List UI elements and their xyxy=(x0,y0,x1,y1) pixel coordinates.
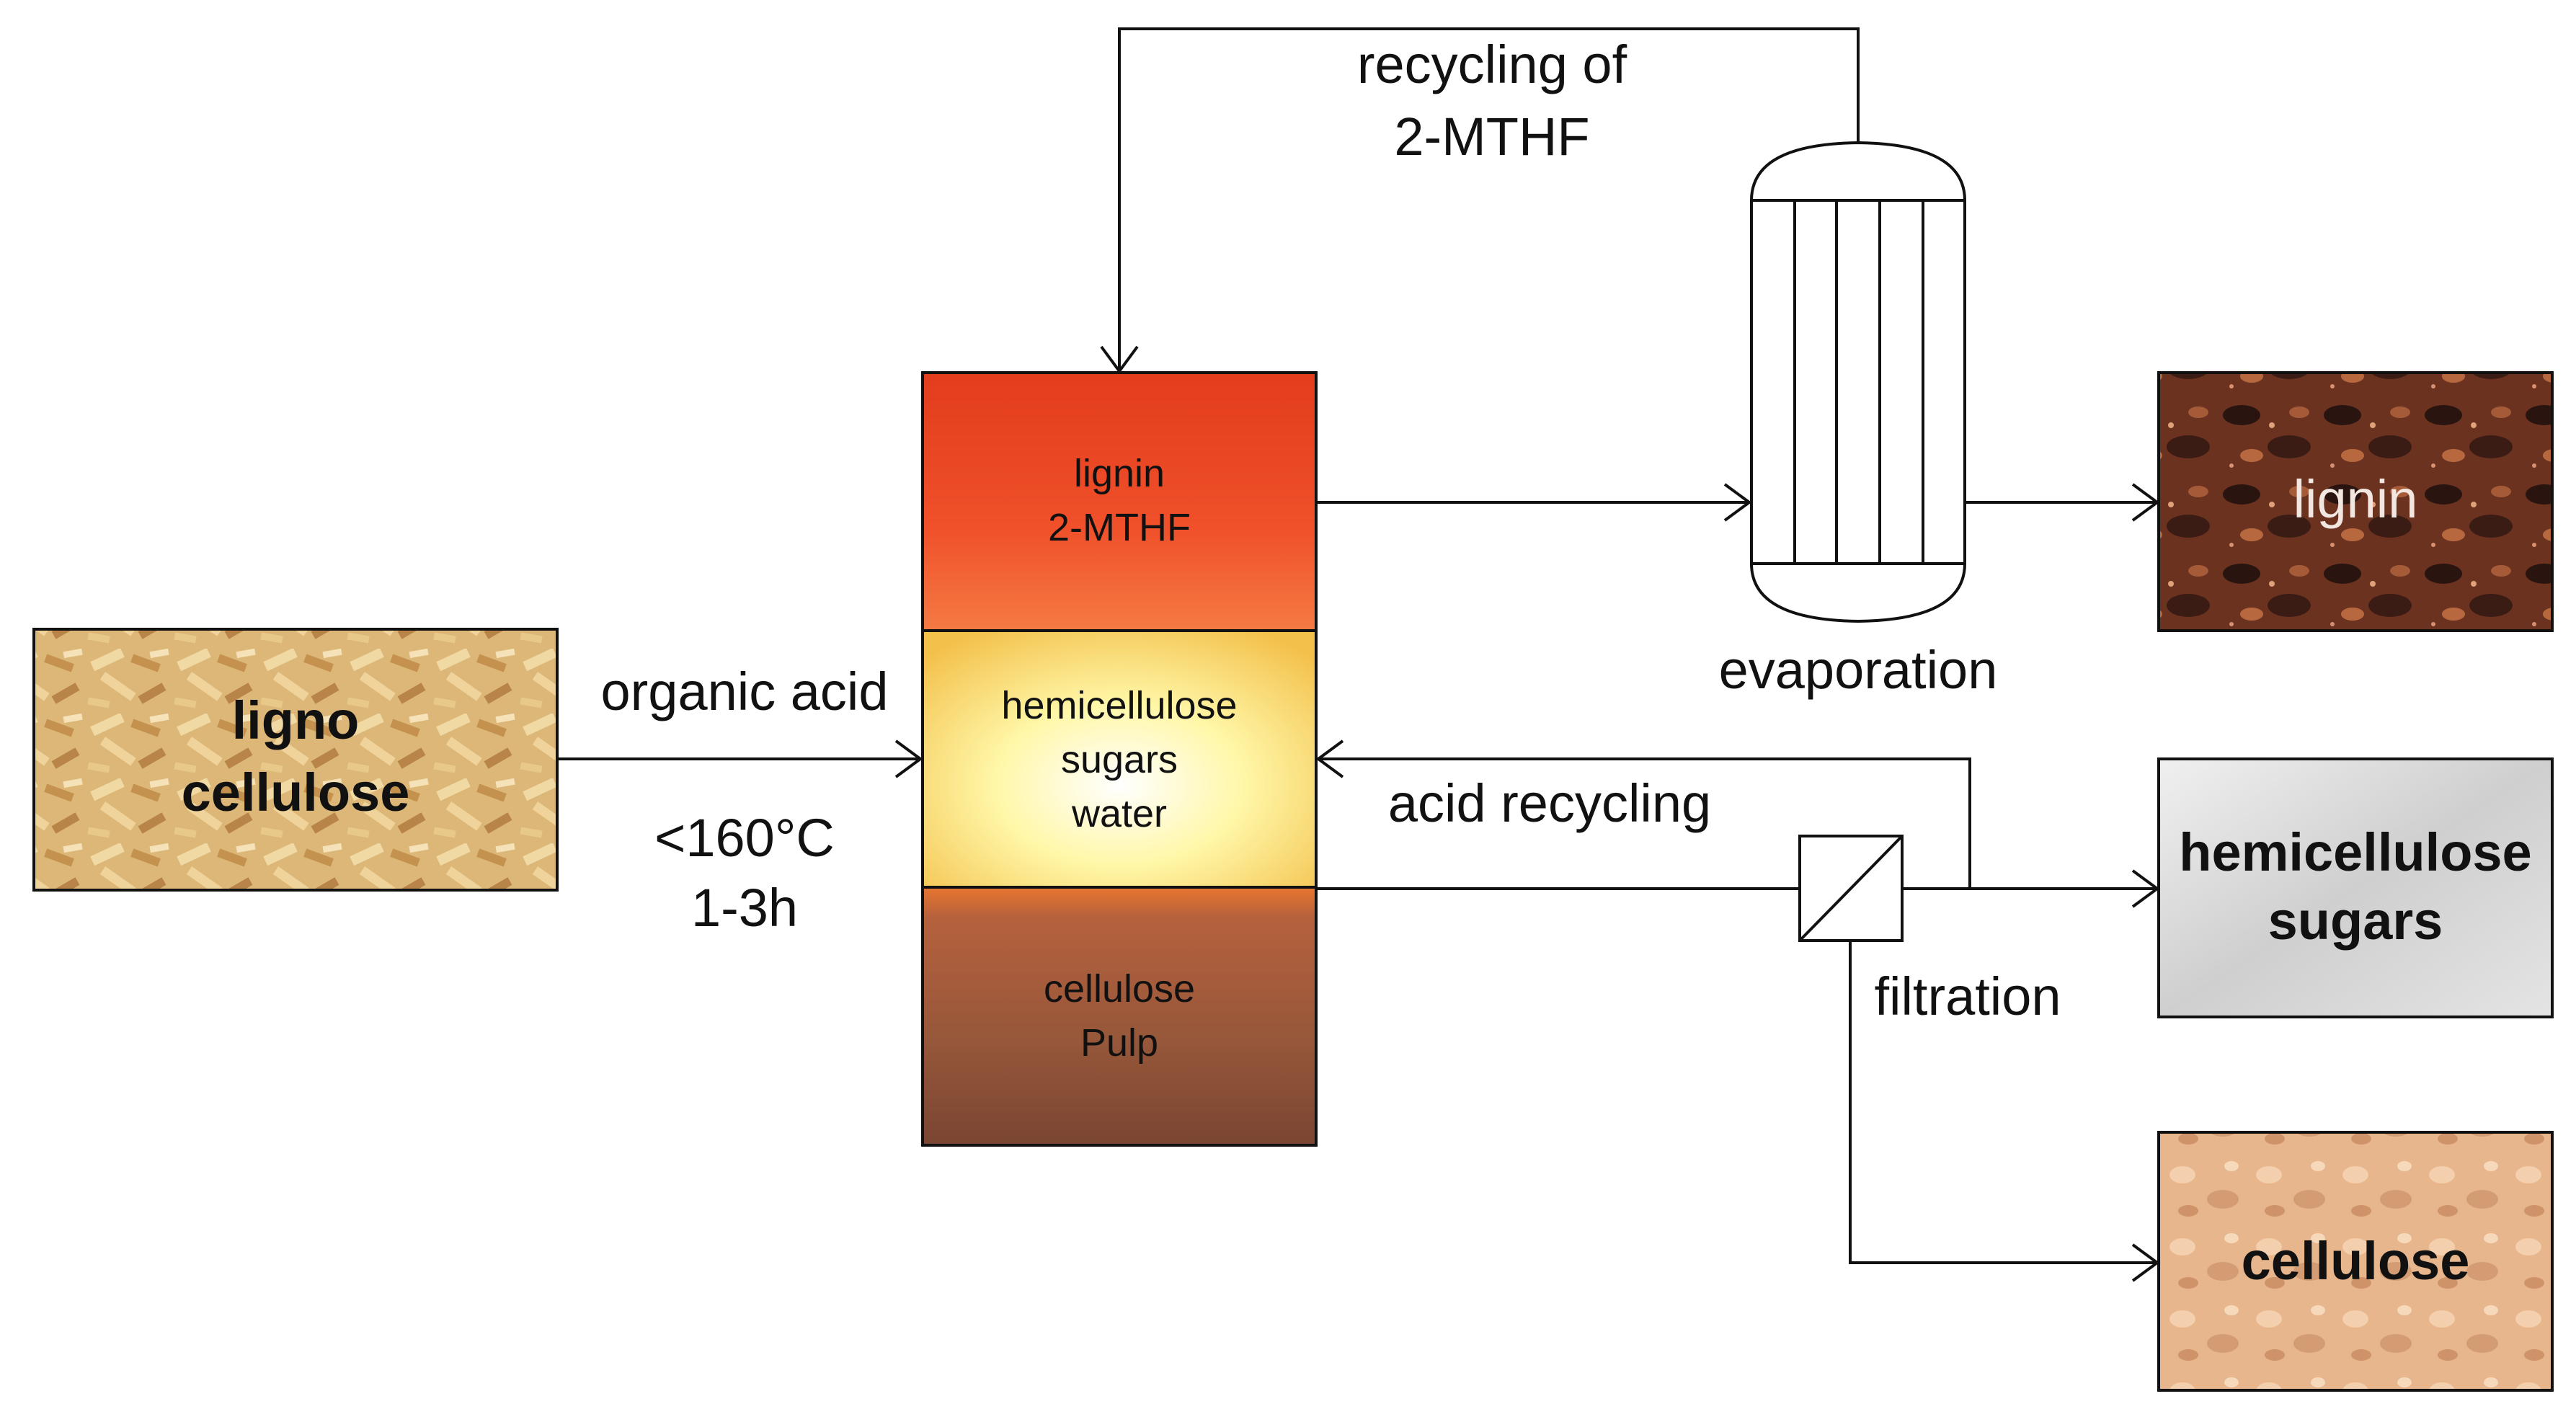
lignin-product-image xyxy=(2157,371,2554,632)
hemicellulose-product-line1: hemicellulose xyxy=(2179,822,2531,882)
middle-phase-line3: water xyxy=(1071,792,1167,835)
cellulose-product-image xyxy=(2157,1131,2554,1392)
hemicellulose-product-image xyxy=(2157,757,2554,1018)
feedstock-image xyxy=(32,628,559,892)
reactor-bottom-phase xyxy=(921,886,1318,1147)
solvent-recycle-label-line1: recycling of xyxy=(1357,35,1627,94)
top-phase-line2: 2-MTHF xyxy=(1048,506,1191,549)
middle-phase-line1: hemicellulose xyxy=(1001,684,1237,727)
time-label: 1-3h xyxy=(691,878,798,938)
bottom-phase-line1: cellulose xyxy=(1044,967,1195,1010)
solvent-recycle-label-line2: 2-MTHF xyxy=(1394,107,1589,166)
bottom-phase-line2: Pulp xyxy=(1080,1021,1158,1065)
feed-arrowhead xyxy=(894,739,923,778)
hemicellulose-arrowhead xyxy=(2131,869,2160,908)
feedstock-label-line2: cellulose xyxy=(182,763,410,822)
cellulose-arrow-line xyxy=(1849,941,2157,1264)
evaporation-label: evaporation xyxy=(1719,640,1998,700)
reactor-middle-phase xyxy=(921,629,1318,889)
middle-phase-line2: sugars xyxy=(1061,738,1178,781)
lignin-product: lignin xyxy=(2157,371,2554,632)
filter-icon xyxy=(1798,835,1904,942)
hemicellulose-product: hemicellulose sugars xyxy=(2157,757,2554,1018)
cellulose-product-label: cellulose xyxy=(2242,1231,2470,1291)
reagent-label: organic acid xyxy=(600,662,888,721)
top-phase-line1: lignin xyxy=(1074,452,1165,495)
reactor-vessel: lignin 2-MTHF hemicellulose sugars water… xyxy=(921,371,1318,1147)
evaporator-icon xyxy=(1750,141,1966,623)
organic-phase-arrowhead xyxy=(1723,483,1752,522)
temperature-label: <160°C xyxy=(654,808,835,868)
filtration-label: filtration xyxy=(1874,966,2061,1026)
cellulose-arrowhead xyxy=(2131,1243,2160,1282)
cellulose-product: cellulose xyxy=(2157,1131,2554,1392)
feedstock-label-line1: ligno xyxy=(232,690,360,750)
hemicellulose-product-line2: sugars xyxy=(2268,891,2443,951)
acid-recycle-line xyxy=(1318,757,1971,889)
lignin-product-label: lignin xyxy=(2293,469,2418,529)
acid-recycling-label: acid recycling xyxy=(1388,773,1711,833)
solvent-recycle-line xyxy=(1118,27,1860,371)
solvent-recycle-arrowhead xyxy=(1100,345,1139,374)
feedstock-box: ligno cellulose xyxy=(32,628,559,892)
reactor-top-phase xyxy=(921,371,1318,632)
acid-recycle-arrowhead xyxy=(1315,739,1344,778)
